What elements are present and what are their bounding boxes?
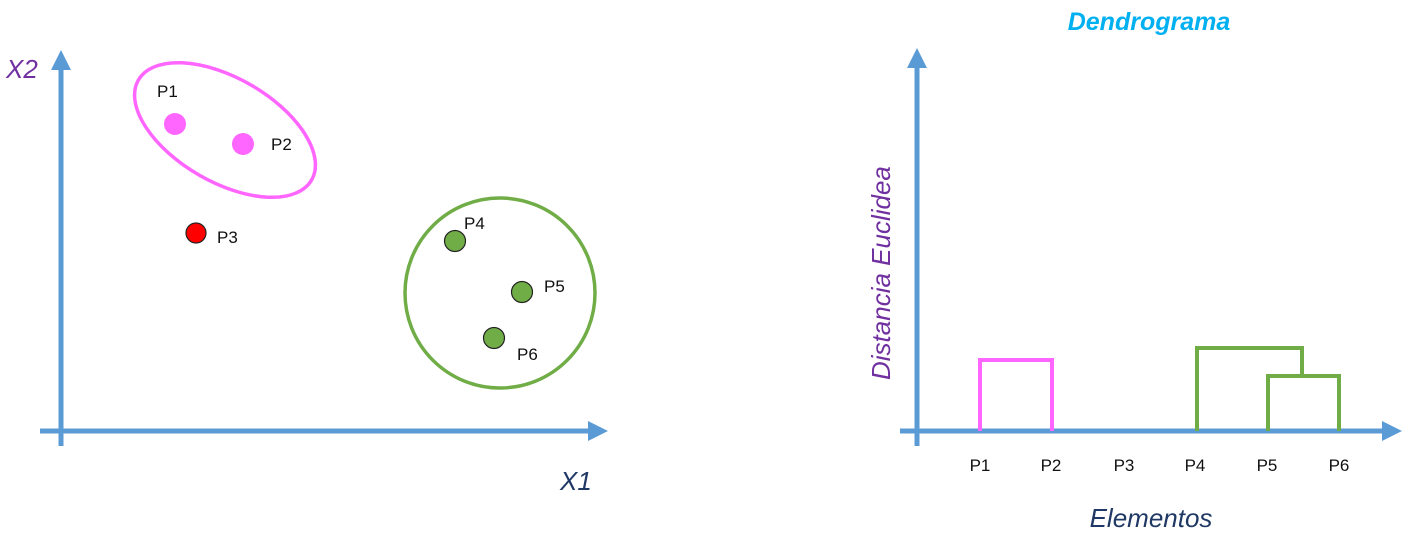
point-p5 (510, 280, 534, 304)
leaf-label-p2: P2 (1041, 456, 1062, 475)
leaf-label-p6: P6 (1329, 456, 1350, 475)
point-p3 (185, 222, 207, 244)
point-p2 (232, 133, 254, 155)
point-label-p2: P2 (271, 135, 292, 154)
merge-p1-p2 (978, 358, 1054, 431)
scatter-y-axis-label: X2 (5, 54, 38, 84)
point-p1 (164, 113, 186, 135)
point-label-p1: P1 (157, 82, 178, 101)
leaf-label-p1: P1 (970, 456, 991, 475)
dendrogram-title: Dendrograma (1068, 8, 1231, 36)
point-p4 (443, 229, 467, 253)
point-label-p4: P4 (464, 214, 485, 233)
point-label-p3: P3 (217, 228, 238, 247)
merge-p4-p56 (1195, 346, 1304, 431)
green-cluster-outline (403, 196, 597, 390)
scatter-panel: X2 X1 P1 P2 P3 P4 P5 P6 (5, 50, 608, 496)
dendrogram-y-axis-label: Distancia Euclidea (866, 166, 896, 380)
leaf-label-p5: P5 (1257, 456, 1278, 475)
merge-p5-p6 (1266, 374, 1341, 431)
point-label-p6: P6 (517, 345, 538, 364)
leaf-label-p3: P3 (1114, 456, 1135, 475)
scatter-x-axis-label: X1 (559, 466, 592, 496)
point-label-p5: P5 (544, 277, 565, 296)
leaf-label-p4: P4 (1185, 456, 1206, 475)
dendrogram-x-axis-label: Elementos (1090, 503, 1213, 533)
pink-cluster-outline (132, 60, 318, 200)
dendrogram-panel: Dendrograma Distancia Euclidea Elementos… (866, 8, 1402, 533)
point-p6 (482, 326, 506, 350)
